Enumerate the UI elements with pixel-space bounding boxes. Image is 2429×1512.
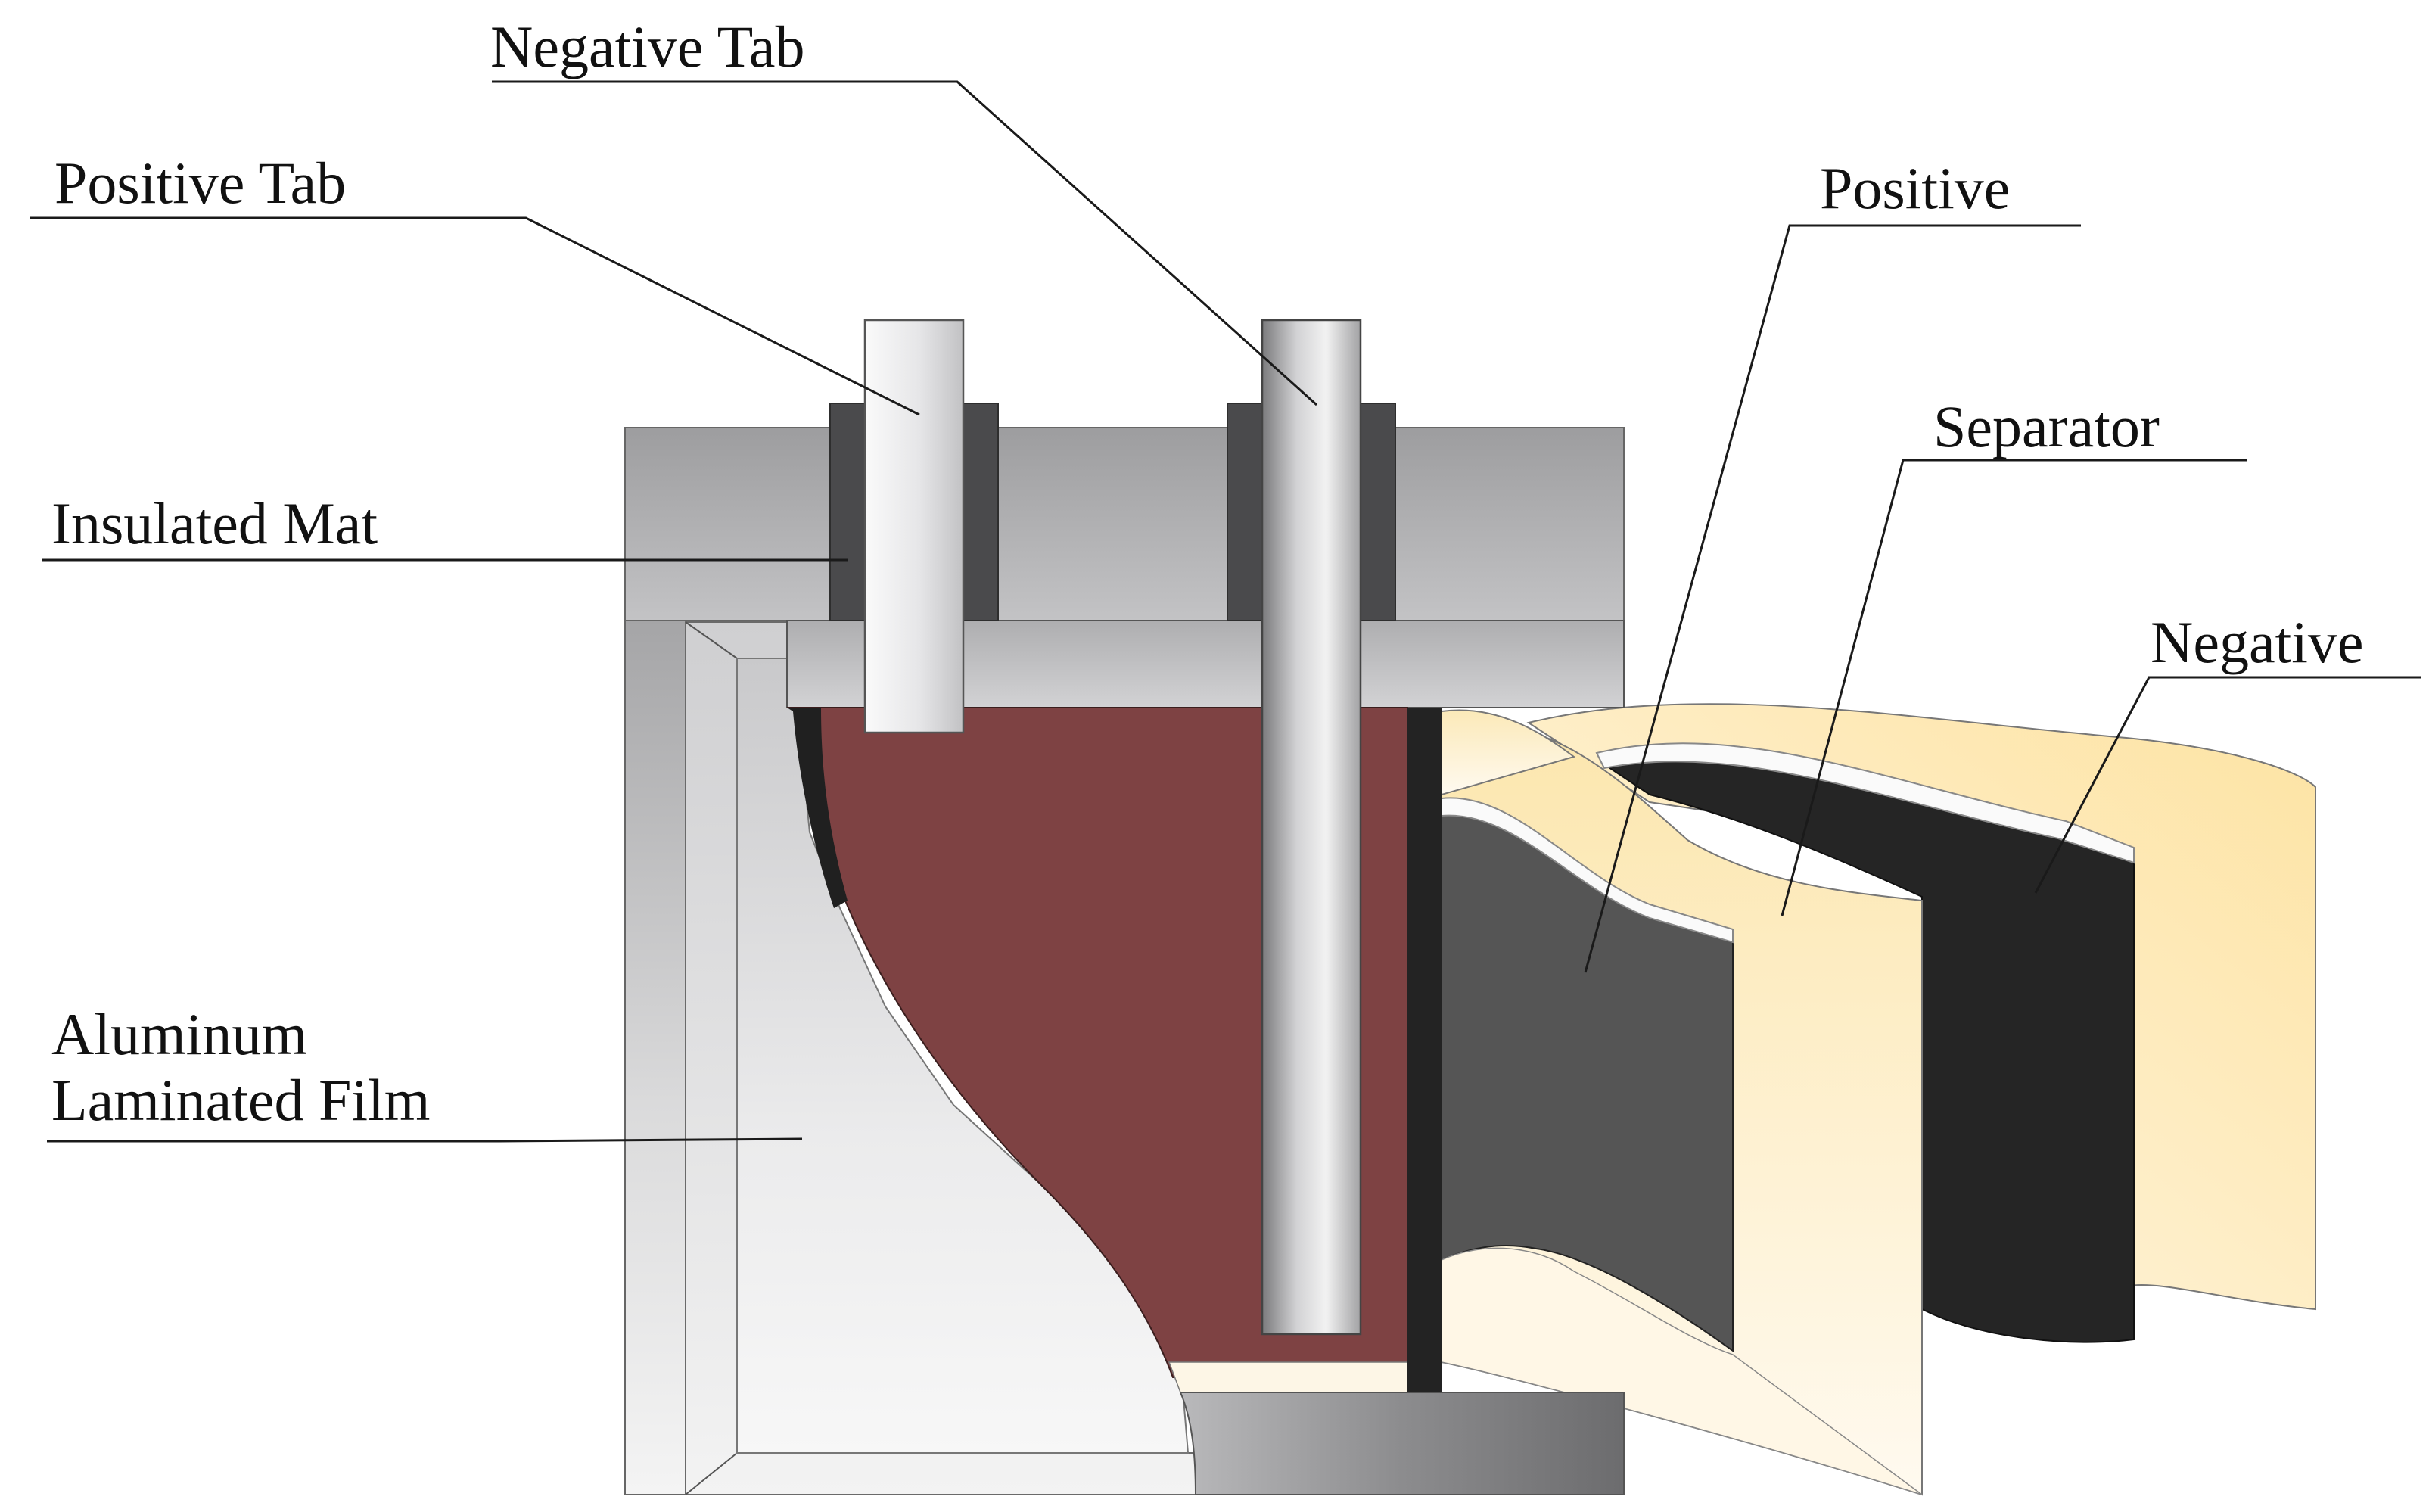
label-negative-tab: Negative Tab — [490, 14, 804, 79]
separator-sheet-front — [1441, 709, 1576, 796]
label-negative: Negative — [2151, 609, 2364, 675]
casing-top — [624, 427, 1625, 621]
electrode-edge-bar — [1407, 708, 1442, 1392]
label-separator: Separator — [1933, 394, 2160, 459]
label-insulated-mat: Insulated Mat — [51, 490, 378, 556]
negative-tab — [1261, 319, 1362, 1336]
positive-tab — [863, 319, 965, 734]
negative-electrode-rim — [1595, 742, 2135, 864]
label-positive-tab: Positive Tab — [54, 150, 346, 216]
leader-positive — [1584, 224, 2081, 973]
cell-edge-strip — [787, 708, 848, 908]
casing-bottom — [1179, 1392, 1625, 1495]
label-aluminum-film-line2: Laminated Film — [51, 1067, 430, 1133]
leader-separator — [1781, 459, 2247, 916]
positive-electrode-rim — [1441, 797, 1734, 944]
separator-sheet-front-lower — [1441, 1247, 1923, 1495]
casing-side — [624, 620, 686, 1495]
leader-negative — [2034, 676, 2421, 894]
leader-negative-tab — [492, 80, 1318, 406]
label-aluminum-film-line1: Aluminum — [51, 1001, 307, 1067]
cell-bottom-sheet — [1168, 1361, 1408, 1393]
leader-positive-tab — [30, 216, 920, 416]
leader-aluminum-film — [47, 1137, 803, 1143]
label-positive: Positive — [1820, 155, 2010, 221]
